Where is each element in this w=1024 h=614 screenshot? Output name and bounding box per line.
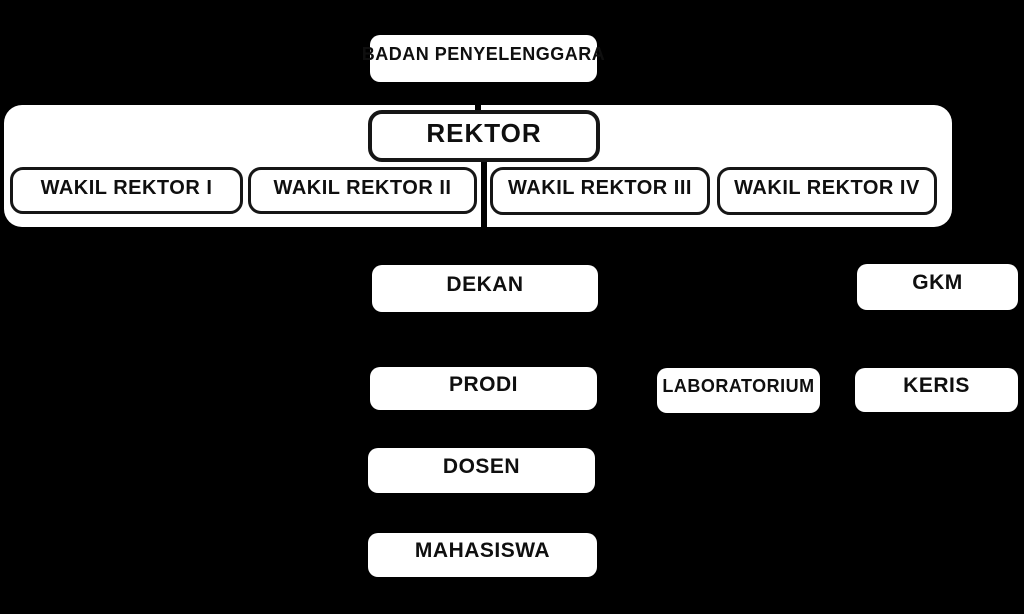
node-keris: KERIS bbox=[855, 368, 1018, 412]
node-mahasiswa: MAHASISWA bbox=[368, 533, 597, 577]
node-wakil-rektor-2: WAKIL REKTOR II bbox=[248, 167, 477, 214]
node-dosen: DOSEN bbox=[368, 448, 595, 493]
node-laboratorium: LABORATORIUM bbox=[657, 368, 820, 413]
node-prodi: PRODI bbox=[370, 367, 597, 410]
connector-rektor-to-children bbox=[481, 158, 487, 228]
node-wakil-rektor-3: WAKIL REKTOR III bbox=[490, 167, 710, 215]
node-wakil-rektor-4: WAKIL REKTOR IV bbox=[717, 167, 937, 215]
node-wakil-rektor-1: WAKIL REKTOR I bbox=[10, 167, 243, 214]
node-rektor: REKTOR bbox=[368, 110, 600, 162]
node-gkm: GKM bbox=[857, 264, 1018, 310]
node-badan-penyelenggara: BADAN PENYELENGGARA bbox=[362, 35, 605, 82]
node-dekan: DEKAN bbox=[372, 265, 598, 312]
connector-badan-to-rektor bbox=[475, 80, 481, 113]
